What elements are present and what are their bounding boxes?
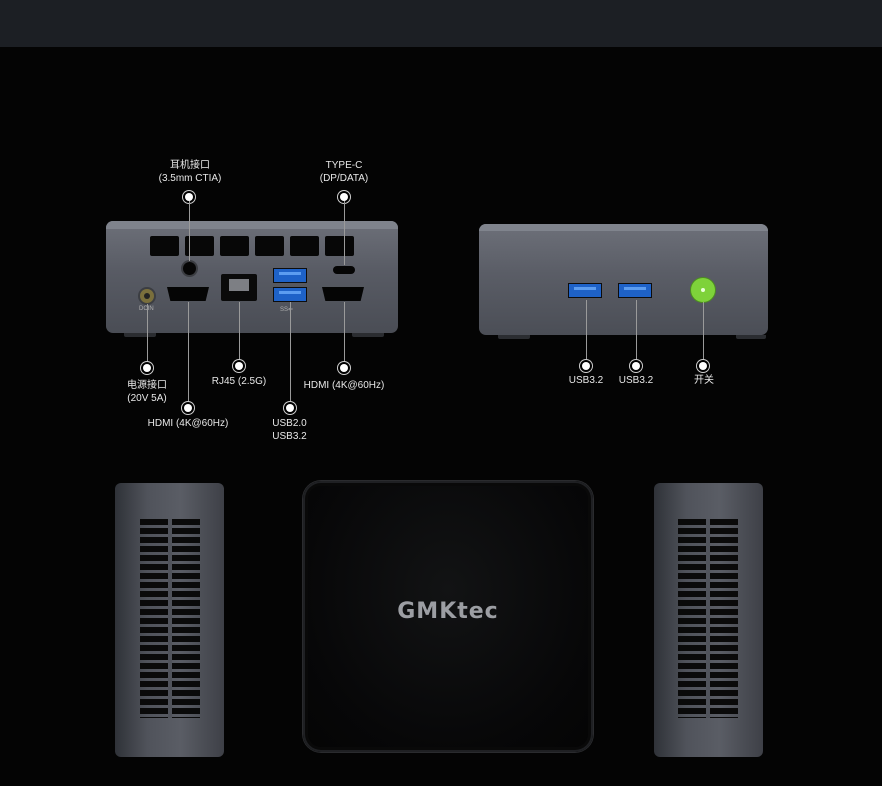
callout-usb-a-1: USB3.2 (568, 375, 604, 386)
callout-usb-a-2: USB3.2 (618, 375, 654, 386)
callout-dot (184, 404, 192, 412)
callout-line (586, 300, 587, 362)
callout-line (344, 201, 345, 265)
callout-hdmi-left: HDMI (4K@60Hz) (147, 418, 229, 429)
callout-type-c: TYPE-C (DP/DATA) (319, 160, 369, 184)
dc-port-label: DCIN (139, 306, 154, 312)
callout-dot (582, 362, 590, 370)
callout-dot (340, 364, 348, 372)
callout-line (290, 302, 291, 405)
vent-slot (255, 236, 284, 256)
hdmi-port-right (322, 287, 364, 301)
usb-port-upper (273, 268, 307, 283)
power-button (691, 278, 715, 302)
device-foot (498, 335, 530, 339)
callout-line (147, 304, 148, 364)
usb-a-port-2 (618, 283, 652, 298)
device-foot (352, 333, 384, 337)
callout-audio-jack: 耳机接口 (3.5mm CTIA) (158, 160, 222, 184)
callout-dot (340, 193, 348, 201)
usb-port-label: SS⇐ (280, 307, 294, 313)
callout-dot (143, 364, 151, 372)
device-foot (124, 333, 156, 337)
vent-slot (290, 236, 319, 256)
device-top-view (303, 481, 593, 752)
usb-port-lower (273, 287, 307, 302)
callout-dot (185, 193, 193, 201)
callout-dc-power: 电源接口 (20V 5A) (127, 380, 167, 404)
callout-dot (235, 362, 243, 370)
vent-slot (150, 236, 179, 256)
callout-line (189, 201, 190, 261)
vent-grill-divider (706, 519, 710, 718)
type-c-port (333, 266, 355, 274)
vent-slot (325, 236, 354, 256)
brand-logo: GMKtec (397, 599, 499, 624)
callout-line (344, 302, 345, 364)
audio-jack (183, 262, 196, 275)
dc-power-port (140, 289, 154, 303)
hdmi-port-left (167, 287, 209, 301)
callout-power-switch: 开关 (694, 375, 714, 386)
callout-rj45: RJ45 (2.5G) (211, 376, 267, 387)
callout-line (703, 302, 704, 362)
vent-slot (220, 236, 249, 256)
callout-line (188, 302, 189, 405)
device-foot (736, 335, 766, 339)
callout-line (239, 302, 240, 364)
callout-hdmi-right: HDMI (4K@60Hz) (303, 380, 385, 391)
top-banner-strip (0, 0, 882, 47)
device-front-panel (479, 224, 768, 335)
callout-dot (286, 404, 294, 412)
callout-dot (699, 362, 707, 370)
rj45-port (221, 274, 257, 301)
callout-line (636, 300, 637, 362)
vent-slot (185, 236, 214, 256)
usb-a-port-1 (568, 283, 602, 298)
callout-dot (632, 362, 640, 370)
callout-usb-stack: USB2.0 USB3.2 (272, 418, 307, 442)
vent-grill-divider (168, 519, 172, 718)
